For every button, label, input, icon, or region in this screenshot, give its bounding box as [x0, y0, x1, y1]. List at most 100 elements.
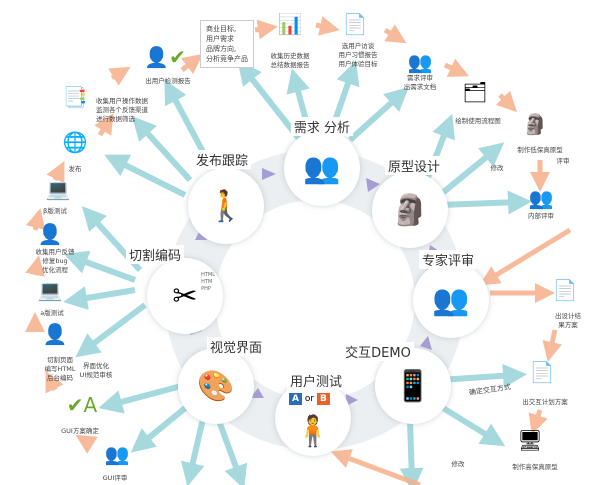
arrow: [439, 190, 532, 215]
palette-icon: 🎨: [197, 368, 235, 404]
gui-review-label: GUI评审: [102, 474, 128, 482]
hub-label-prototype: 原型设计: [384, 156, 444, 175]
coder-icon: 👤: [42, 322, 68, 346]
data-docs-icon: 📑: [62, 85, 88, 109]
arrow: [383, 24, 407, 44]
person-dog-icon: 🚶: [207, 188, 245, 224]
internal-review-label: 内部评审: [528, 212, 554, 220]
arrow: [315, 16, 340, 36]
plan-doc-icon: 📄: [529, 360, 555, 384]
arrow: [254, 19, 278, 40]
people-chart-icon: 👥: [303, 150, 341, 186]
doc-check-icon: 📄: [552, 278, 578, 302]
hub-user-testing[interactable]: A or B 🧍: [275, 380, 351, 456]
ab-test-icon: A or B: [289, 393, 330, 405]
flow-arrow: [250, 388, 264, 398]
modify-label-2: 修改: [451, 460, 465, 468]
user-report-label: 出用户检测报告: [145, 77, 191, 85]
cut-pages-label: 切割页面 编写HTML 后台编码: [44, 356, 76, 382]
arrow: [399, 419, 424, 485]
user-doc-icon: 📄: [342, 12, 368, 36]
feedback-label: 收集用户反馈 修复bug 优化流程: [35, 248, 75, 274]
alpha-label: a版测试: [40, 309, 64, 317]
scissors-icon: ✂: [172, 278, 198, 314]
design-result-label: 出设计结果方案: [555, 312, 581, 329]
arrow: [443, 58, 470, 77]
hub-label-user-testing: 用户测试: [286, 371, 346, 390]
user-check-icon: 👤✔: [144, 45, 186, 69]
arrow: [542, 329, 562, 362]
hub-expert-review[interactable]: 👥: [413, 262, 489, 338]
req-review-label: 需求评审 出需求文档: [403, 74, 437, 91]
beta-laptop-icon: 💻: [45, 177, 71, 201]
modify-label: 修改: [490, 164, 504, 172]
arrow: [98, 382, 186, 414]
arrow: [131, 116, 193, 183]
hub-release-tracking[interactable]: 🚶: [188, 168, 264, 244]
thinking-person-icon: 🧍: [294, 413, 332, 449]
arrow: [347, 86, 409, 143]
feedback-user-icon: 👤: [37, 222, 63, 246]
arrow: [25, 208, 46, 231]
lofi-label: 制作低保真原型: [517, 146, 563, 154]
arrow: [330, 449, 421, 485]
flowchart-icon: 🗂: [462, 80, 488, 104]
flow-arrow: [420, 336, 432, 350]
arrow: [25, 255, 45, 277]
history-data-label: 收集历史数据 总结数据报告: [270, 52, 310, 69]
hub-label-visual-ui: 视觉界面: [206, 337, 266, 356]
flowchart-label: 绘制使用流程图: [455, 117, 501, 125]
arrow: [438, 142, 505, 198]
user-interview-label: 选用户访谈 用户习惯报告 用户体验目标: [338, 42, 378, 68]
hub-label-expert-review: 专家评审: [418, 250, 478, 269]
arrow: [63, 286, 136, 310]
arrow: [94, 113, 114, 137]
arrow: [495, 90, 518, 113]
review-panel-icon: 👥: [432, 282, 470, 318]
collect-ops-label: 收集用户操作数据 监测各个反馈渠道 进行数据筛选: [96, 97, 148, 123]
review-label: 评审: [556, 157, 570, 165]
gui-confirm-label: GUI方案确定: [61, 427, 99, 435]
flow-arrow: [262, 168, 276, 180]
hub-label-interaction-demo: 交互DEMO: [342, 342, 414, 361]
flow-arrow: [346, 394, 358, 406]
arrow: [180, 53, 203, 75]
devices-icon: 📱: [394, 368, 432, 404]
business-goals-note: 商业目标, 用户需求 品牌方向, 分析竞争产品: [200, 20, 254, 68]
arrow: [439, 363, 527, 388]
two-people-icon: 👥: [407, 50, 433, 74]
hub-prototype[interactable]: 🗿: [372, 172, 448, 248]
report-chart-icon: 📊: [277, 12, 303, 36]
lofi-model-icon: 🗿: [522, 112, 548, 136]
alpha-laptop-icon: 💻: [37, 278, 63, 302]
gui-check-icon: ✔A: [66, 393, 98, 417]
hub-visual-ui[interactable]: 🎨: [178, 348, 254, 424]
hub-label-requirements: 需求 分析: [290, 117, 354, 136]
ui-opt-label: 界面优化 UI规范审核: [79, 362, 113, 379]
arrow: [75, 434, 98, 454]
hifi-prototype-icon: 🖥: [517, 428, 543, 452]
gui-review-icon: 👥: [104, 442, 130, 466]
arrow: [46, 161, 65, 184]
arrow: [45, 371, 64, 394]
arrow: [75, 302, 147, 358]
arrow: [479, 227, 572, 286]
hifi-label: 制作高保真原型: [512, 463, 558, 471]
flow-arrow: [366, 178, 380, 192]
arrow: [108, 66, 131, 86]
arrow: [63, 250, 137, 283]
arrow: [422, 113, 455, 187]
hub-requirements[interactable]: 👥: [284, 130, 360, 206]
interaction-plan-label: 出交互计划方案: [522, 398, 568, 406]
rock-model-icon: 🗿: [391, 192, 429, 228]
globe-laptop-icon: 🌐: [62, 130, 88, 154]
arrow: [237, 60, 303, 142]
internal-review-icon: 👥: [528, 186, 554, 210]
arrow: [528, 409, 548, 435]
arrow: [104, 154, 187, 198]
release-label: 发布: [68, 165, 82, 173]
beta-label: β版测试: [43, 207, 67, 215]
